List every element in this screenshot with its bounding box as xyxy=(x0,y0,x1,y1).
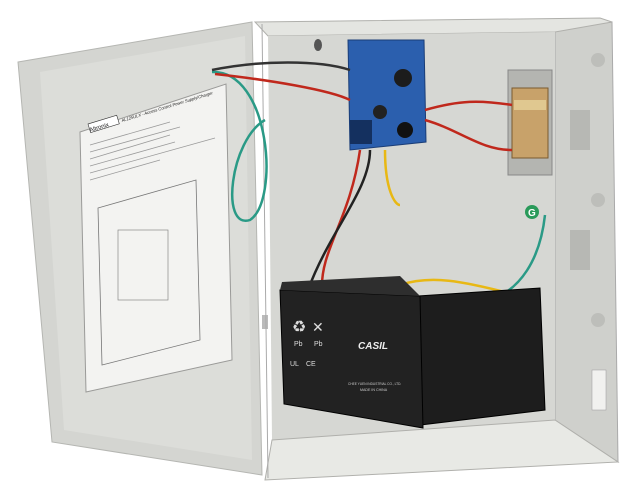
battery-brand: CASIL xyxy=(358,341,388,352)
battery-bin-icon: ✕ xyxy=(312,319,324,335)
potentiometer xyxy=(394,69,412,87)
capacitor xyxy=(397,122,413,138)
door-wiring-label xyxy=(79,83,233,393)
label-brand-box xyxy=(87,114,120,133)
transformer-coil xyxy=(514,100,546,110)
battery-right xyxy=(417,287,546,426)
enclosure-left-edge xyxy=(261,23,269,479)
capacitor-2 xyxy=(373,105,387,119)
side-label xyxy=(591,369,607,411)
label-text-lines xyxy=(89,121,216,181)
label-diagram-board xyxy=(117,229,169,301)
ground-marker-letter: G xyxy=(528,208,536,219)
transformer-core xyxy=(511,87,549,159)
ground-marker xyxy=(525,205,539,219)
battery-bin-mark: Pb xyxy=(314,341,323,348)
enclosure-top-wall xyxy=(253,17,613,37)
battery-left xyxy=(279,289,424,429)
label-brand: Altronix xyxy=(89,122,110,134)
door-latch xyxy=(262,315,268,329)
battery-manufacturer: CHEE YUEN INDUSTRIAL CO., LTD. xyxy=(348,382,401,386)
battery-recycle-icon: ♻ xyxy=(292,319,306,336)
battery-left-top xyxy=(280,276,420,296)
label-diagram xyxy=(97,179,201,366)
vent-slots xyxy=(570,53,605,327)
enclosure-bottom-wall xyxy=(264,419,620,481)
battery-recycle-mark: Pb xyxy=(294,341,303,348)
terminal-block xyxy=(350,120,372,144)
battery-ce-mark: CE xyxy=(306,361,316,368)
mounting-keyhole xyxy=(314,39,322,51)
battery-ul-mark: UL xyxy=(290,361,299,368)
battery-origin: MADE IN CHINA xyxy=(360,388,388,392)
